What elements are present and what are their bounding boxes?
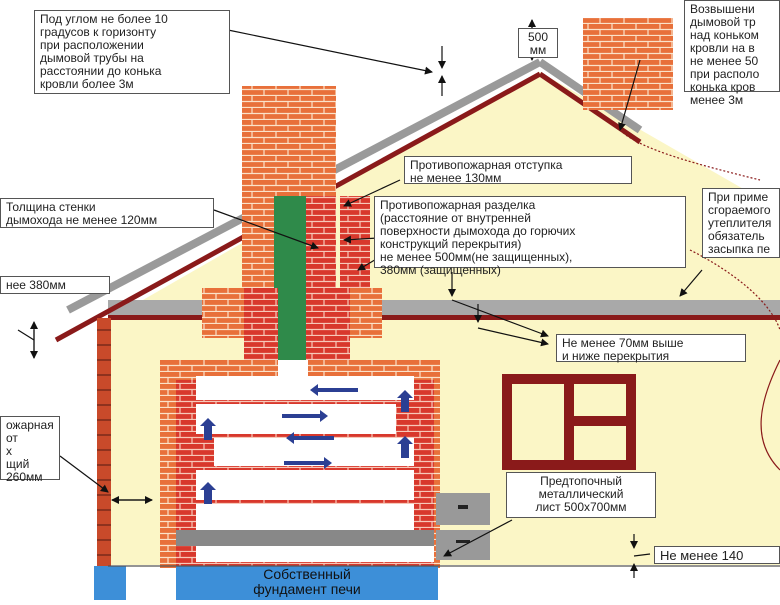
min-140-note: Не менее 140 <box>654 546 780 564</box>
arrow-icon <box>200 384 413 504</box>
left-380-note: нее 380мм <box>0 276 110 294</box>
angle-note: Под углом не более 10 градусов к горизон… <box>34 10 230 94</box>
chimney-right <box>583 18 673 110</box>
raise-note: Возвышени дымовой тр над коньком кровли … <box>684 0 780 107</box>
log-wall <box>97 318 111 568</box>
flue-channel <box>274 196 310 302</box>
stove-foundation <box>176 566 438 600</box>
wall-thickness-note: Толщина стенки дымохода не менее 120мм <box>0 198 214 228</box>
foundation-label: Собственный фундамент печи <box>253 566 361 597</box>
fire-offset-note: Противопожарная отступка не менее 130мм <box>404 156 632 185</box>
fire-cutting-note: Противопожарная разделка (расстояние от … <box>374 196 686 277</box>
above-below-note: Не менее 70мм выше и ниже перекрытия <box>556 334 746 363</box>
insulation-note: При приме сгораемого утеплителя обязател… <box>702 188 780 258</box>
left-fire-note: ожарная от х щий 260мм <box>0 416 60 484</box>
dimension-arrow-icon <box>17 19 703 578</box>
wall-foundation <box>94 566 126 600</box>
window <box>502 374 636 470</box>
pre-firebox-note: Предтопочный металлический лист 500х700м… <box>506 472 656 518</box>
ridge-height-label: 500 мм <box>518 28 558 58</box>
